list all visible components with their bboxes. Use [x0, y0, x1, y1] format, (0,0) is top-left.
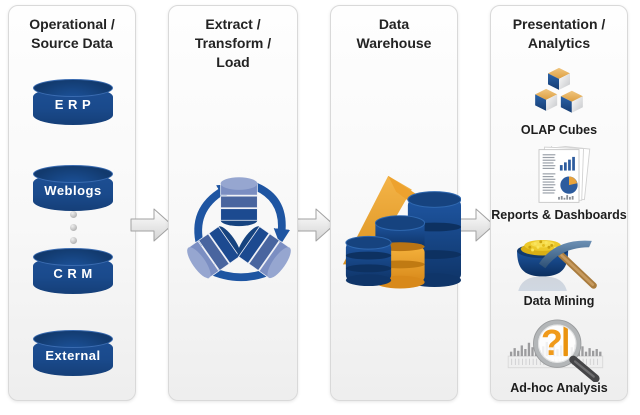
olap-cubes-label: OLAP Cubes: [520, 123, 598, 137]
report-pie-chart: [560, 176, 578, 194]
cylinder-stack-left: [345, 235, 392, 287]
cylinder-label: E R P: [54, 97, 92, 112]
panel-operational-source-data: Operational / Source Data E R P Weblogs …: [8, 5, 136, 401]
panel-title: Operational / Source Data: [9, 15, 135, 53]
database-cylinder-weblogs: Weblogs: [33, 165, 113, 211]
panel-title-line: Analytics: [527, 35, 591, 51]
panel-title-line: Operational /: [29, 16, 115, 32]
dot: [69, 211, 77, 218]
panel-title-line: Load: [216, 54, 250, 70]
highlight-bar: [563, 324, 568, 357]
adhoc-analysis-icon: ?: [507, 319, 604, 383]
data-mining-item: [491, 229, 627, 310]
ellipsis-dots-icon: [9, 205, 137, 244]
panel-title: Presentation / Analytics: [491, 15, 627, 53]
data-mining-label: Data Mining: [523, 294, 595, 308]
panel-extract-transform-load: Extract / Transform / Load: [168, 5, 298, 401]
panel-data-warehouse: Data Warehouse: [330, 5, 461, 401]
database-cylinder-crm: C R M: [33, 248, 113, 294]
panel-title-line: Extract /: [205, 16, 261, 32]
cylinder-top: [33, 165, 113, 183]
database-cylinder-external: External: [33, 330, 113, 376]
data-mining-icon: [517, 239, 597, 310]
flow-arrow-icon: [130, 208, 173, 242]
question-mark-glyph: ?: [541, 323, 563, 363]
cylinder-top: [33, 330, 113, 348]
panel-title-line: Source Data: [31, 35, 113, 51]
panel-title: Extract / Transform / Load: [169, 15, 297, 72]
panel-title-line: Presentation /: [512, 16, 606, 32]
dot: [69, 224, 77, 231]
adhoc-analysis-item: ?: [491, 316, 627, 387]
panel-title-line: Data: [378, 16, 410, 32]
panel-title-line: Warehouse: [356, 35, 432, 51]
cylinder-label: C R M: [53, 266, 93, 281]
data-warehouse-icon: [342, 175, 461, 289]
report-bar-chart: [559, 156, 575, 171]
dot: [69, 237, 77, 244]
panel-title: Data Warehouse: [331, 15, 457, 53]
database-cylinder-erp: E R P: [33, 79, 113, 125]
magnifier-icon: [533, 319, 600, 383]
cylinder-label: Weblogs: [44, 183, 102, 198]
olap-cubes-icon: [535, 67, 583, 113]
report-mini-bars: [558, 195, 574, 200]
pot-reflection: [517, 276, 569, 310]
etl-cycle-icon: [183, 176, 295, 282]
reports-dashboards-item: [491, 144, 627, 211]
cylinder-top: [33, 248, 113, 266]
panel-title-line: Transform /: [194, 35, 272, 51]
reports-dashboards-label: Reports & Dashboards: [491, 208, 627, 222]
olap-cubes-item: [491, 66, 627, 126]
pickaxe-icon: [538, 240, 597, 289]
adhoc-analysis-label: Ad-hoc Analysis: [510, 381, 608, 395]
cylinder-label: External: [45, 348, 101, 363]
panel-presentation-analytics: Presentation / Analytics OLAP Cubes: [490, 5, 628, 401]
cylinder-top: [33, 79, 113, 97]
report-text-lines: [542, 154, 556, 194]
reports-dashboards-icon: [538, 144, 591, 203]
